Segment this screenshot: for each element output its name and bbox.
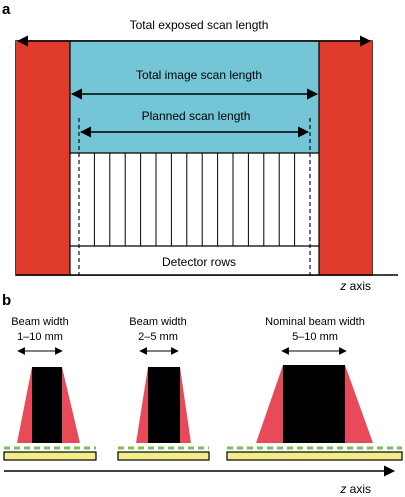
z-axis-b-italic: z — [339, 482, 346, 496]
beam-3: Nominal beam width 5–10 mm — [226, 316, 403, 461]
panel-b: b Beam width 1–10 mm Beam width 2–5 mm N… — [2, 292, 403, 496]
beam-3-core — [283, 365, 345, 443]
total-image-label: Total image scan length — [136, 68, 262, 82]
z-axis-a-italic: z — [339, 279, 346, 293]
detector-rows-label: Detector rows — [162, 255, 236, 269]
overscan-right-block — [319, 41, 372, 275]
beam-2-title: Beam width — [129, 316, 186, 328]
z-axis-a-label: z axis — [339, 279, 371, 293]
beam-3-title: Nominal beam width — [265, 316, 365, 328]
z-axis-a-rest: axis — [346, 279, 371, 293]
z-axis-b-rest: axis — [346, 482, 371, 496]
beam-3-detector-bar — [226, 451, 403, 461]
image-region-block — [70, 41, 319, 153]
overscan-left-block — [16, 41, 70, 275]
beam-2-range: 2–5 mm — [138, 331, 178, 343]
beam-3-range: 5–10 mm — [292, 331, 338, 343]
detector-rows-area — [70, 153, 319, 275]
beam-2: Beam width 2–5 mm — [117, 316, 210, 461]
z-axis-b-label: z axis — [339, 482, 371, 496]
planned-scan-label: Planned scan length — [142, 109, 251, 123]
beam-2-core — [148, 367, 180, 443]
beam-2-detector-bar — [117, 451, 210, 461]
beam-1-core — [32, 367, 62, 443]
panel-a: a Total exposed scan length Total image … — [2, 1, 398, 293]
total-exposed-label: Total exposed scan length — [130, 18, 269, 32]
beam-1: Beam width 1–10 mm — [3, 316, 97, 461]
beam-1-detector-bar — [3, 451, 97, 461]
panel-a-letter: a — [2, 1, 11, 18]
panel-b-letter: b — [2, 292, 11, 309]
beam-1-title: Beam width — [11, 316, 68, 328]
beam-1-range: 1–10 mm — [17, 331, 63, 343]
detector-row-lines — [93, 153, 296, 246]
